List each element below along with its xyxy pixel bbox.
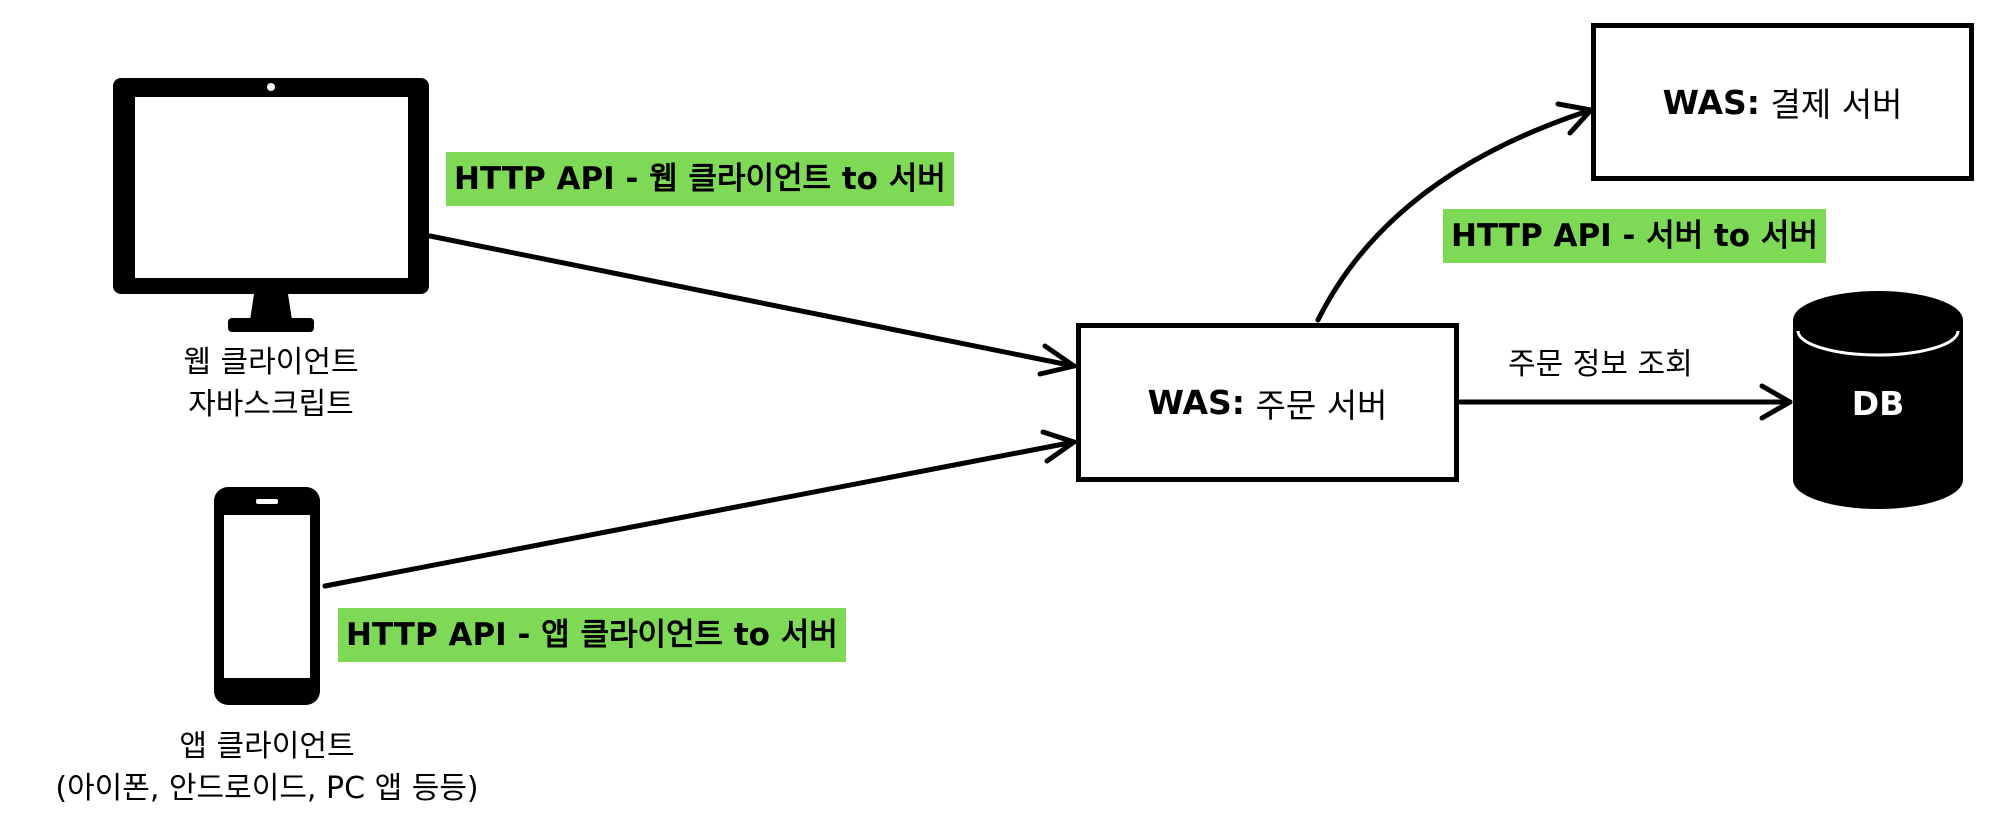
arrow-web-to-order (427, 233, 1077, 369)
label-server-to-server: HTTP API - 서버 to 서버 (1443, 209, 1826, 263)
arrow-order-to-payment (1315, 107, 1594, 323)
database-icon (1793, 291, 1963, 509)
smartphone-icon (214, 487, 320, 705)
app-client-caption: 앱 클라이언트 (아이폰, 안드로이드, PC 앱 등등) (0, 726, 534, 810)
app-client-line2: (아이폰, 안드로이드, PC 앱 등등) (55, 771, 479, 806)
db-label: DB (1851, 384, 1905, 423)
order-server-box: WAS: 주문 서버 (1076, 323, 1459, 482)
monitor-icon (113, 78, 429, 332)
order-server-prefix: WAS: (1147, 383, 1245, 422)
arrow-app-to-order (322, 439, 1077, 589)
web-client-caption: 웹 클라이언트 자바스크립트 (140, 342, 402, 426)
web-client-line2: 자바스크립트 (188, 387, 354, 422)
app-client-line1: 앱 클라이언트 (179, 729, 355, 764)
order-server-name: 주문 서버 (1255, 385, 1388, 425)
payment-server-box: WAS: 결제 서버 (1591, 23, 1974, 181)
payment-server-name: 결제 서버 (1770, 85, 1903, 124)
label-app-to-server: HTTP API - 앱 클라이언트 to 서버 (338, 608, 846, 662)
label-web-to-server: HTTP API - 웹 클라이언트 to 서버 (446, 152, 954, 206)
label-order-to-db: 주문 정보 조회 (1508, 347, 1693, 382)
payment-server-prefix: WAS: (1662, 82, 1760, 122)
web-client-line1: 웹 클라이언트 (183, 345, 359, 380)
